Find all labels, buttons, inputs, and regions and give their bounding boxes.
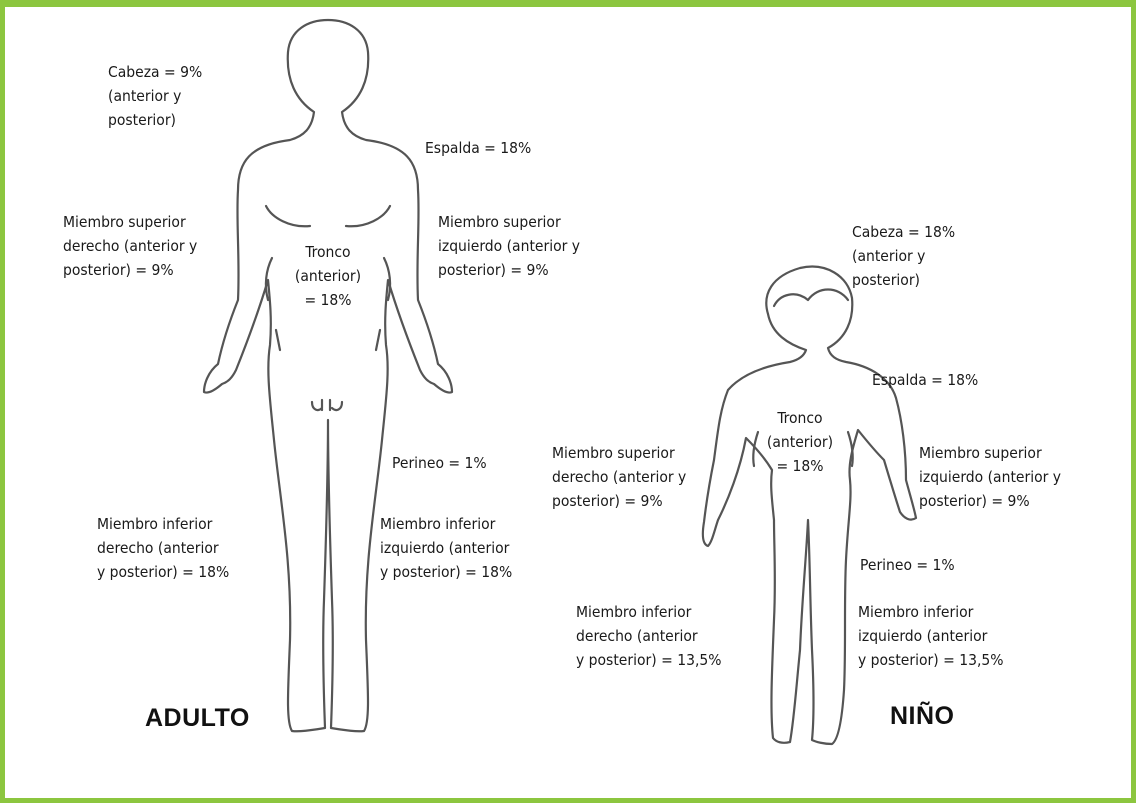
child-inner-arm-right bbox=[846, 430, 854, 468]
child-hair bbox=[772, 288, 850, 308]
adult-hip-right bbox=[374, 328, 382, 352]
child-perineum-label: Perineo = 1% bbox=[860, 556, 955, 574]
adult-chest-left bbox=[264, 204, 312, 228]
adult-hip-left bbox=[274, 328, 282, 352]
adult-right-arm-label: Miembro superior derecho (anterior y pos… bbox=[63, 213, 198, 279]
adult-left-arm-label: Miembro superior izquierdo (anterior y p… bbox=[438, 213, 581, 279]
child-left-leg-label: Miembro inferior izquierdo (anterior y p… bbox=[858, 603, 1004, 669]
adult-head-label: Cabeza = 9% (anterior y posterior) bbox=[108, 63, 203, 129]
adult-perineum-label: Perineo = 1% bbox=[392, 454, 487, 472]
adult-trunk-label: Tronco (anterior) = 18% bbox=[294, 243, 362, 309]
adult-right-leg-label: Miembro inferior derecho (anterior y pos… bbox=[97, 515, 230, 581]
child-silhouette bbox=[701, 265, 918, 746]
child-right-arm-label: Miembro superior derecho (anterior y pos… bbox=[552, 444, 687, 510]
child-left-arm-label: Miembro superior izquierdo (anterior y p… bbox=[919, 444, 1062, 510]
adult-title: ADULTO bbox=[145, 704, 250, 732]
adult-figure bbox=[202, 18, 454, 733]
child-back-label: Espalda = 18% bbox=[872, 371, 979, 389]
adult-back-label: Espalda = 18% bbox=[425, 139, 532, 157]
adult-inner-arm-right bbox=[382, 256, 392, 302]
child-title: NIÑO bbox=[890, 702, 955, 730]
adult-pubic-mark bbox=[310, 398, 344, 412]
child-inner-arm-left bbox=[752, 430, 760, 468]
child-head-label: Cabeza = 18% (anterior y posterior) bbox=[852, 223, 956, 289]
child-trunk-label: Tronco (anterior) = 18% bbox=[766, 409, 834, 475]
child-figure bbox=[701, 265, 918, 746]
adult-inner-arm-left bbox=[264, 256, 274, 302]
adult-chest-right bbox=[344, 204, 392, 228]
adult-silhouette bbox=[202, 18, 454, 733]
adult-left-leg-label: Miembro inferior izquierdo (anterior y p… bbox=[380, 515, 513, 581]
child-right-leg-label: Miembro inferior derecho (anterior y pos… bbox=[576, 603, 722, 669]
